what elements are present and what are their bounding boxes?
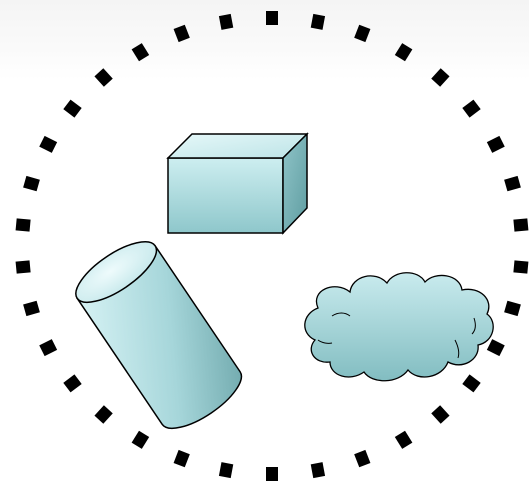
boundary-dot bbox=[504, 301, 521, 316]
boundary-dot bbox=[132, 431, 150, 449]
boundary-dot bbox=[219, 14, 233, 30]
boundary-dot bbox=[504, 176, 521, 191]
dotted-boundary bbox=[16, 11, 529, 481]
boundary-dot bbox=[16, 260, 31, 273]
boundary-dot bbox=[94, 405, 112, 423]
cloud-icon bbox=[305, 273, 493, 381]
boundary-dot bbox=[311, 462, 325, 478]
boundary-dot bbox=[63, 374, 81, 392]
cylinder-icon bbox=[67, 231, 250, 439]
boundary-dot bbox=[395, 431, 413, 449]
boundary-dot bbox=[132, 43, 150, 61]
cuboid-icon bbox=[168, 134, 307, 233]
boundary-dot bbox=[16, 218, 31, 231]
boundary-dot bbox=[23, 176, 40, 191]
boundary-dot bbox=[39, 136, 57, 153]
boundary-dot bbox=[431, 405, 449, 423]
boundary-dot bbox=[311, 14, 325, 30]
boundary-dot bbox=[462, 374, 480, 392]
boundary-dot bbox=[395, 43, 413, 61]
boundary-dot bbox=[513, 260, 528, 273]
boundary-dot bbox=[354, 450, 370, 467]
boundary-dot bbox=[39, 339, 57, 356]
boundary-dot bbox=[354, 25, 370, 42]
boundary-dot bbox=[462, 100, 480, 118]
boundary-dot bbox=[266, 11, 278, 25]
boundary-dot bbox=[63, 100, 81, 118]
boundary-dot bbox=[431, 68, 449, 86]
boundary-dot bbox=[23, 301, 40, 316]
boundary-dot bbox=[219, 462, 233, 478]
boundary-dot bbox=[174, 25, 190, 42]
boundary-dot bbox=[94, 68, 112, 86]
boundary-dot bbox=[513, 218, 528, 231]
boundary-dot bbox=[174, 450, 190, 467]
boundary-dot bbox=[487, 136, 505, 153]
boundary-dot bbox=[487, 339, 505, 356]
boundary-dot bbox=[266, 467, 278, 481]
